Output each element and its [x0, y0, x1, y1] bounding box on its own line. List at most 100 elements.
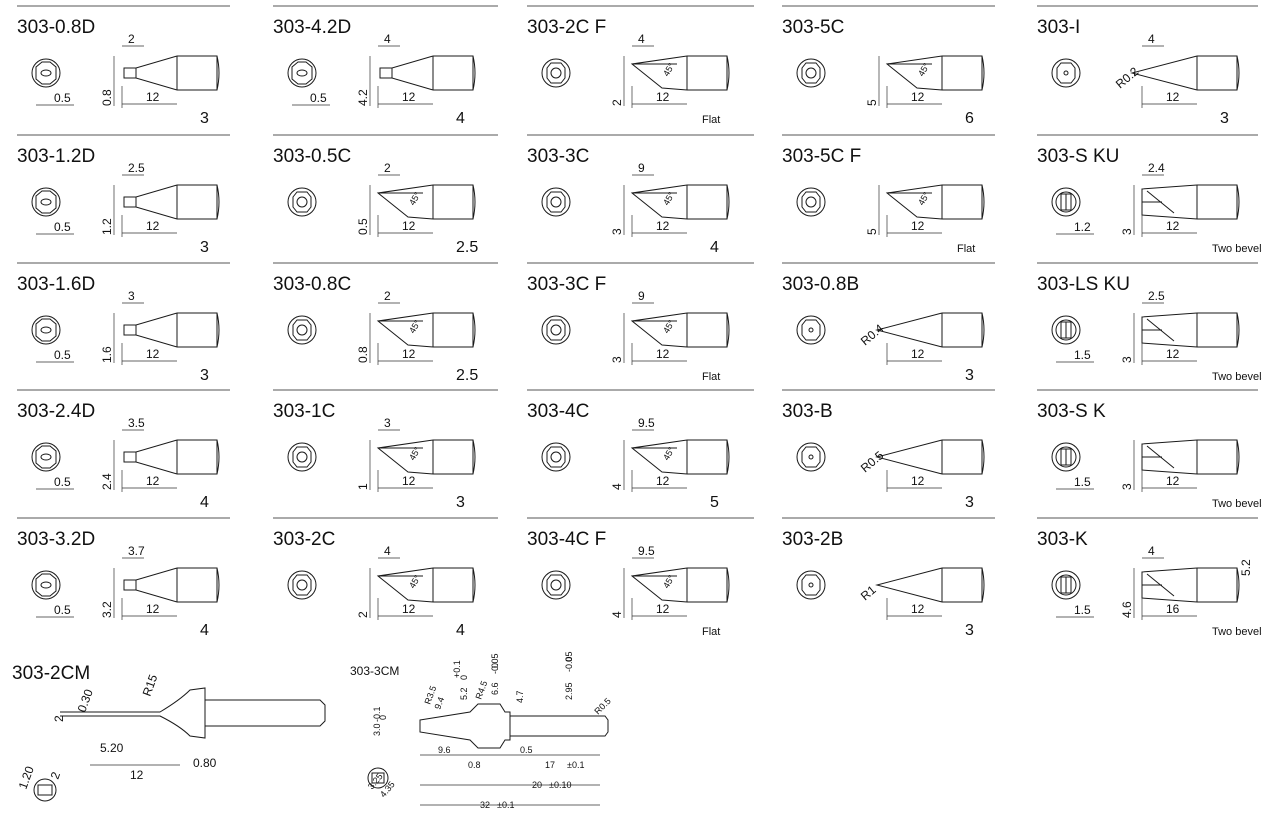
cm2-dimension-label: 0.5 [520, 745, 533, 755]
tip-shank [942, 567, 983, 603]
tip-face-outer [287, 315, 317, 345]
cm2-dimension-label: 9.6 [438, 745, 451, 755]
diameter-label: 2 [356, 611, 370, 618]
note-label: Two bevels [1212, 498, 1262, 510]
length-label: 12 [911, 474, 925, 488]
tip-model-title: 303-0.8C [273, 274, 351, 295]
tip-length-label: 3.7 [128, 544, 145, 558]
tip-face-outer [31, 570, 61, 600]
cm2-dimension-label: 32 [480, 800, 490, 810]
tip-shank-break [981, 184, 985, 220]
thickness-label: 0.5 [54, 603, 71, 617]
tip-model-title: 303-4.2D [273, 17, 351, 38]
cm2-dimension-label: +0.1 [452, 660, 462, 678]
length-label: 12 [402, 347, 416, 361]
count-label: 4 [710, 239, 719, 256]
tip-face-inner [292, 191, 312, 213]
tip-face-core [805, 67, 817, 79]
tip-shank-break [472, 567, 476, 603]
tip-length-label: 4 [638, 32, 645, 46]
length-label: 12 [656, 219, 670, 233]
count-label: 2.5 [456, 239, 478, 256]
tip-shank-break [981, 55, 985, 91]
tip-model-title: 303-K [1037, 529, 1088, 550]
tip-face-outer [287, 187, 317, 217]
tip-model-title: 303-3C [527, 146, 589, 167]
tip-shank-break [1236, 55, 1240, 91]
length-label: 12 [911, 602, 925, 616]
tip-model-title: 303-1.2D [17, 146, 95, 167]
cm1-face [33, 778, 57, 802]
tip-cone [630, 184, 688, 220]
count-label: 5 [710, 494, 719, 511]
tip-model-title: 303-I [1037, 17, 1080, 38]
tip-face-outer [1051, 570, 1081, 600]
cm2-dimension-label: 5.2 [459, 687, 469, 700]
tip-length-label: 4 [384, 544, 391, 558]
tip-face-point [808, 454, 814, 460]
tip-face-outer [287, 570, 317, 600]
tip-length-label: 3.5 [128, 416, 145, 430]
length-label: 12 [1166, 474, 1180, 488]
tip-face-outer [31, 187, 61, 217]
cm1-title: 303-2CM [12, 663, 90, 684]
cm2-dimension-label: ±0.1 [497, 800, 514, 810]
cm1-dimension-label: 12 [130, 768, 144, 782]
radius-label: R0.5 [858, 448, 887, 475]
cm2-dimension-label: R0.5 [592, 696, 613, 717]
diameter-label: 0.8 [100, 89, 114, 106]
tip-model-title: 303-1C [273, 401, 335, 422]
length-label: 12 [656, 474, 670, 488]
tip-length-label: 2.4 [1148, 161, 1165, 175]
count-label: 3 [965, 622, 974, 639]
tip-face-outer [541, 442, 571, 472]
count-label: 4 [456, 622, 465, 639]
tip-shank-break [216, 312, 220, 348]
count-label: 4 [200, 622, 209, 639]
diameter-label: 2.4 [100, 473, 114, 490]
tip-shank-break [1236, 567, 1240, 603]
thickness-label: 0.5 [54, 348, 71, 362]
tip-model-title: 303-B [782, 401, 833, 422]
tip-cone [376, 439, 434, 475]
bevel-angle-label: 45° [916, 190, 932, 207]
tip-model-title: 303-4C F [527, 529, 606, 550]
tip-shank-break [726, 312, 730, 348]
tip-cone [376, 184, 434, 220]
thickness-label: 1.2 [1074, 220, 1091, 234]
tip-shank-break [472, 439, 476, 475]
tip-face-core [550, 67, 562, 79]
tip-face-outer [541, 58, 571, 88]
tip-cone [1130, 55, 1198, 91]
tip-length-label: 2 [128, 32, 135, 46]
tip-face-core [296, 324, 308, 336]
cm1-dimension-label: 2 [48, 770, 64, 781]
cm1-shank [205, 699, 326, 727]
tip-cone [376, 567, 434, 603]
tip-shank [433, 55, 474, 91]
tip-shank-break [472, 312, 476, 348]
note-label: Flat [702, 626, 720, 638]
tip-face-outer [1051, 442, 1081, 472]
count-label: 3 [965, 367, 974, 384]
length-label: 12 [911, 347, 925, 361]
tip-shank-break [726, 439, 730, 475]
tip-face-outer [287, 58, 317, 88]
length-label: 12 [911, 219, 925, 233]
tip-length-label: 4 [1148, 544, 1155, 558]
tip-shank-break [726, 184, 730, 220]
tip-shank [1197, 55, 1238, 91]
diameter-label: 0.5 [356, 218, 370, 235]
tip-shank-break [472, 184, 476, 220]
cm2-dimension-label: 4.7 [515, 690, 525, 703]
diameter-label: 0.8 [356, 346, 370, 363]
tip-face-outer [1051, 58, 1081, 88]
tip-shank-break [726, 55, 730, 91]
tip-face-outer [541, 570, 571, 600]
tip-face-inner [1056, 62, 1076, 84]
